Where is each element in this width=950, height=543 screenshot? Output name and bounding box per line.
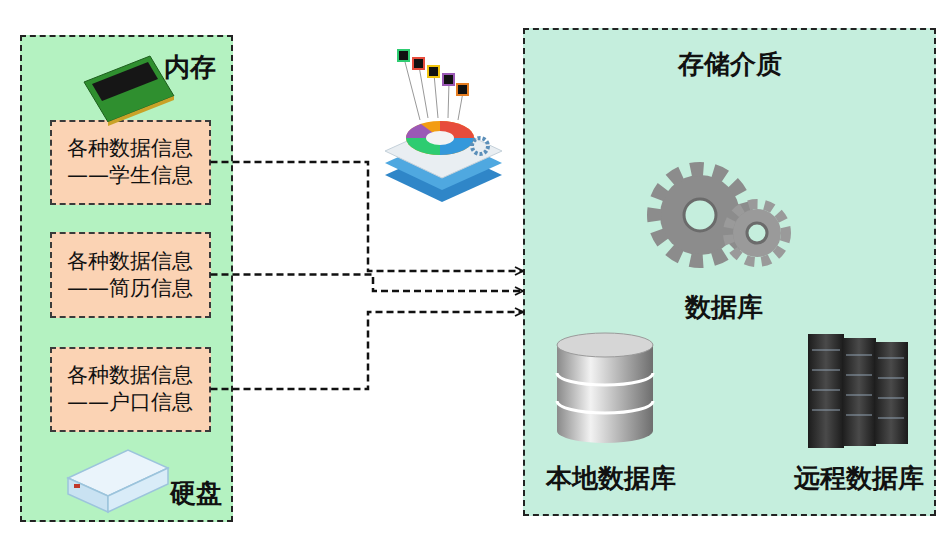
dashed-arrow <box>211 312 524 389</box>
dashed-arrow <box>211 162 524 271</box>
ram-icon <box>84 56 174 126</box>
box-text: 各种数据信息——户口信息 <box>58 362 203 416</box>
database-cylinder <box>557 333 653 443</box>
data-box: 各种数据信息——户口信息 <box>50 347 211 432</box>
data-box: 各种数据信息——学生信息 <box>50 120 211 205</box>
panel-heading: 存储介质 <box>678 48 782 80</box>
panel-heading: 内存 <box>164 51 216 83</box>
device-label: 硬盘 <box>170 477 222 509</box>
icon-label: 远程数据库 <box>794 462 924 494</box>
server-icon <box>808 334 908 448</box>
box-text: 各种数据信息——简历信息 <box>58 248 203 302</box>
box-text: 各种数据信息——学生信息 <box>58 135 203 189</box>
icon-label: 本地数据库 <box>546 462 676 494</box>
data-chart-icon <box>385 50 502 202</box>
dashed-arrow <box>211 275 524 292</box>
disk-icon <box>68 450 168 512</box>
gears-icon <box>654 169 786 262</box>
icon-label: 数据库 <box>685 291 763 323</box>
data-box: 各种数据信息——简历信息 <box>50 232 211 318</box>
